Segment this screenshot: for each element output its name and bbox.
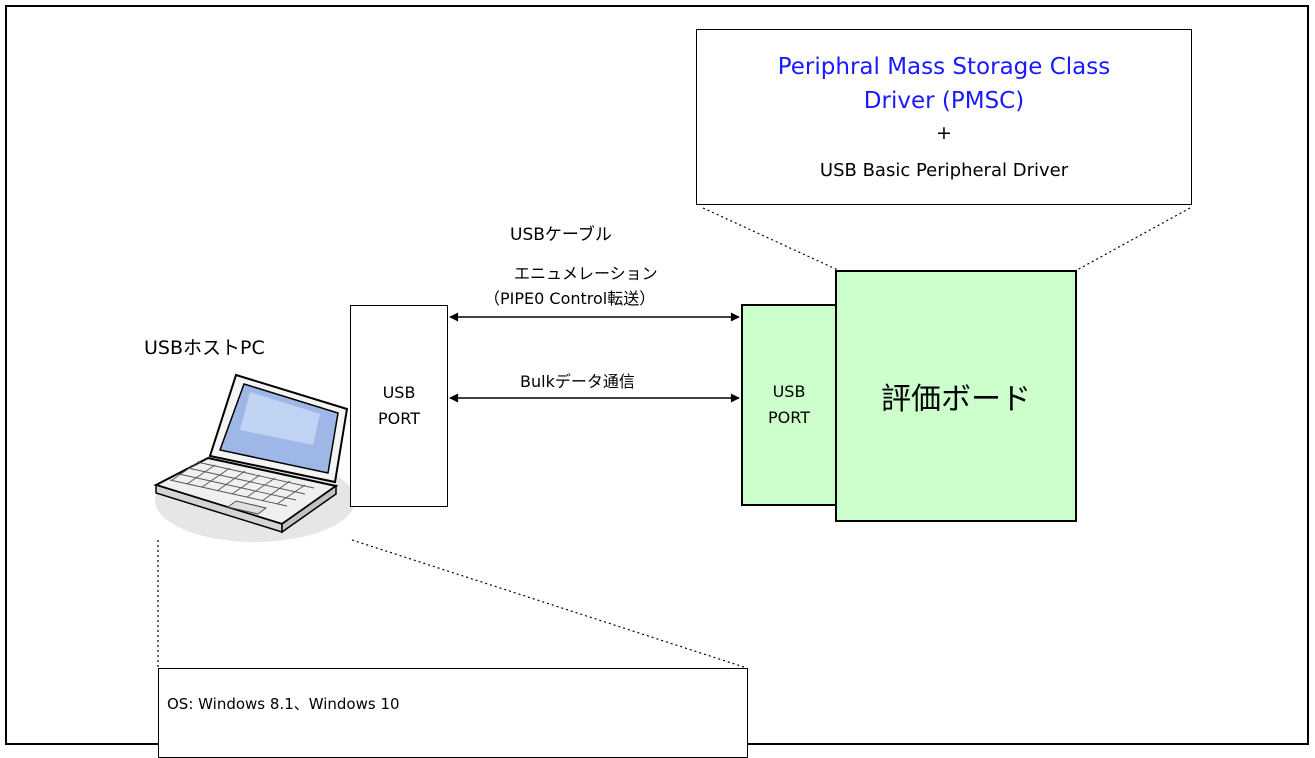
pmsc-title-line1: Periphral Mass Storage Class [777,54,1111,80]
cable-label: USBケーブル [510,225,612,245]
connector-lines [153,207,1191,669]
pmsc-title: Periphral Mass Storage Class Driver (PMS… [697,50,1191,118]
os-callout-right [351,539,748,669]
evaluation-board: 評価ボード [835,270,1077,522]
board-usb-port: USB PORT [741,304,837,506]
pmsc-callout-right [1076,207,1191,271]
board-port-line1: USB [772,382,806,401]
host-pc-label: USBホストPC [144,337,265,359]
enumeration-label: エニュメレーション [514,264,658,283]
os-info-box: OS: Windows 8.1、Windows 10 [158,668,748,758]
diagram-stage: Periphral Mass Storage Class Driver (PMS… [5,5,1309,758]
host-usb-port: USB PORT [350,305,448,507]
pmsc-plus: + [936,122,952,144]
board-port-line2: PORT [768,408,810,427]
os-label: OS: Windows 8.1、Windows 10 [167,695,400,713]
pmsc-title-line2: Driver (PMSC) [863,88,1025,114]
pmsc-driver-box: Periphral Mass Storage Class Driver (PMS… [696,29,1192,205]
pmsc-callout-left [702,207,839,271]
laptop-icon [153,373,355,542]
control-transfer-label: （PIPE0 Control転送） [484,289,656,308]
bulk-label: Bulkデータ通信 [520,372,635,391]
host-port-line2: PORT [378,409,420,428]
basic-driver-label: USB Basic Peripheral Driver [819,160,1069,181]
host-port-line1: USB [382,383,416,402]
board-label: 評価ボード [881,382,1031,417]
